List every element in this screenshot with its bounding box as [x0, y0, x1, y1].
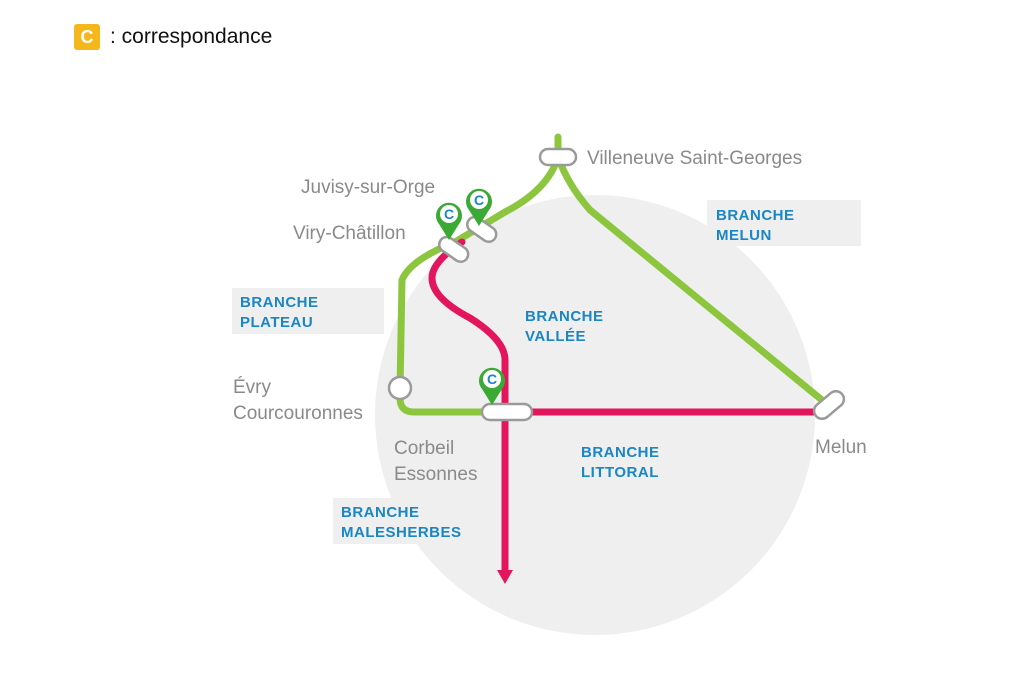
branch-melun-label-line2: MELUN [716, 227, 772, 244]
branch-plateau-label-line1: BRANCHE [240, 294, 319, 311]
station-label-corbeil-line1: Corbeil [394, 438, 454, 459]
station-marker-melun [812, 389, 846, 421]
branch-littoral-box [573, 437, 725, 483]
station-label-melun: Melun [815, 437, 867, 458]
station-marker-corbeil [480, 402, 534, 422]
branch-malesherbes-box [333, 498, 487, 544]
station-marker-evry [387, 375, 413, 401]
branch-plateau-box [232, 288, 384, 334]
correspondance-pin-icon: C [436, 202, 463, 240]
station-label-villeneuve: Villeneuve Saint-Georges [587, 148, 802, 169]
branch-malesherbes-label-line2: MALESHERBES [341, 524, 462, 541]
svg-text:C: C [487, 371, 497, 387]
branch-vallee-box [516, 302, 668, 348]
correspondance-pin-icon: C [465, 188, 492, 226]
branch-vallee-label-line1: BRANCHE [525, 308, 604, 325]
branch-melun-box [707, 200, 861, 246]
svg-text:C: C [474, 192, 484, 208]
legend: C : correspondance [74, 24, 272, 50]
branch-plateau-label-line2: PLATEAU [240, 314, 313, 331]
svg-text:C: C [444, 206, 454, 222]
station-label-corbeil-line2: Essonnes [394, 464, 477, 485]
red-line-vallee [428, 238, 509, 416]
arrow-down-icon [497, 570, 513, 584]
correspondance-badge-icon: C [74, 24, 100, 50]
station-marker-villeneuve [538, 147, 578, 167]
station-marker-viry [438, 235, 470, 264]
legend-text: : correspondance [110, 25, 273, 48]
station-label-viry: Viry-Châtillon [293, 223, 406, 244]
station-label-juvisy: Juvisy-sur-Orge [301, 177, 435, 198]
station-label-evry-line2: Courcouronnes [233, 403, 363, 424]
branch-melun-label-line1: BRANCHE [716, 207, 795, 224]
correspondance-pin-icon: C [479, 367, 505, 405]
branch-littoral-label-line1: BRANCHE [581, 444, 660, 461]
station-marker-juvisy [466, 215, 498, 244]
branch-littoral-label-line2: LITTORAL [581, 464, 659, 481]
branch-vallee-label-line2: VALLÉE [525, 328, 586, 345]
branch-malesherbes-label-line1: BRANCHE [341, 504, 420, 521]
station-label-evry-line1: Évry [233, 377, 272, 398]
